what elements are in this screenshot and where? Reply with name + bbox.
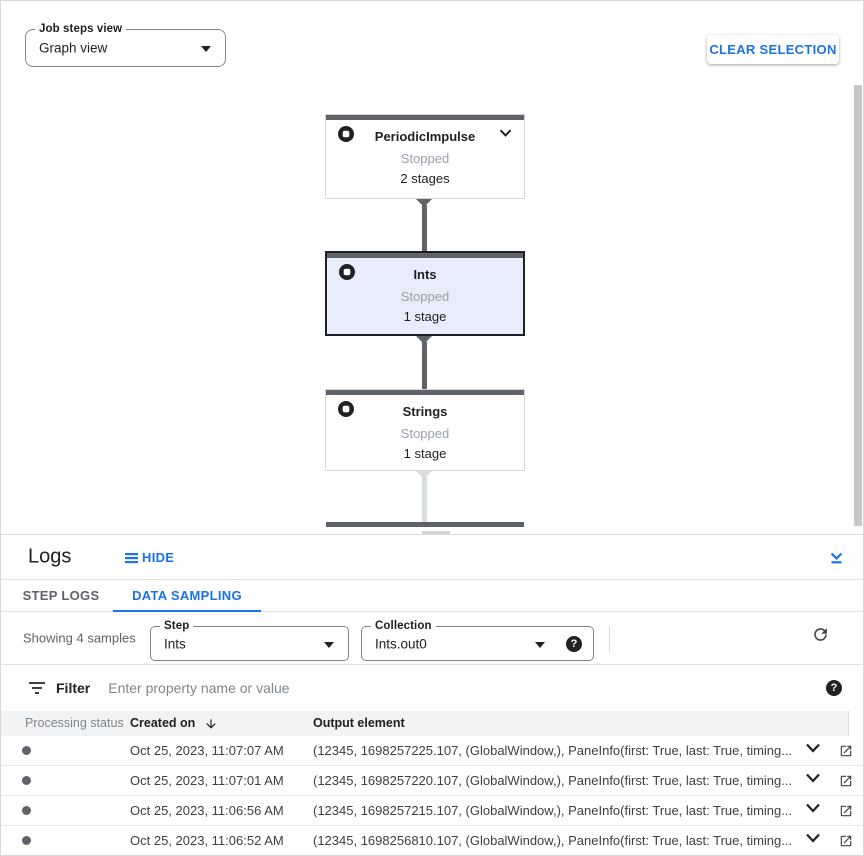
node-top-bar xyxy=(327,253,523,258)
logs-tabs: STEP LOGS DATA SAMPLING xyxy=(1,580,863,612)
output-element-cell: (12345, 1698257220.107, (GlobalWindow,),… xyxy=(313,773,793,788)
hide-logs-button[interactable]: HIDE xyxy=(125,535,174,580)
step-select-value: Ints xyxy=(164,636,186,651)
logs-panel-title: Logs xyxy=(28,545,72,568)
node-top-bar xyxy=(326,115,524,120)
graph-vertical-scrollbar[interactable] xyxy=(854,85,862,526)
hide-logs-label: HIDE xyxy=(142,550,175,565)
node-title: PeriodicImpulse xyxy=(374,129,476,144)
tab-step-logs[interactable]: STEP LOGS xyxy=(22,588,100,603)
open-in-new-icon[interactable] xyxy=(839,744,853,758)
collection-select-label: Collection xyxy=(371,619,436,633)
sample-row[interactable]: Oct 25, 2023, 11:07:07 AM (12345, 169825… xyxy=(1,736,863,766)
output-element-cell: (12345, 1698256810.107, (GlobalWindow,),… xyxy=(313,833,793,848)
expand-row-chevron-icon[interactable] xyxy=(805,773,821,783)
collection-select[interactable]: Collection Ints.out0 ? xyxy=(361,619,594,661)
expand-row-chevron-icon[interactable] xyxy=(805,803,821,813)
output-element-cell: (12345, 1698257225.107, (GlobalWindow,),… xyxy=(313,743,793,758)
graph-horizontal-scrollbar[interactable] xyxy=(422,531,450,535)
node-top-bar xyxy=(326,390,524,395)
help-icon[interactable]: ? xyxy=(826,680,842,696)
node-status: Stopped xyxy=(400,426,450,441)
column-output-element: Output element xyxy=(313,716,405,730)
processing-status-dot-icon xyxy=(22,836,31,845)
job-graph-canvas: Job steps view Graph view CLEAR SELECTIO… xyxy=(1,1,863,535)
sampling-controls: Showing 4 samples Step Ints Collection I… xyxy=(1,612,863,665)
graph-node-partial xyxy=(326,522,524,527)
dropdown-arrow-icon xyxy=(535,641,545,648)
column-processing-status: Processing status xyxy=(25,716,124,730)
open-in-new-icon[interactable] xyxy=(839,804,853,818)
sample-row[interactable]: Oct 25, 2023, 11:07:01 AM (12345, 169825… xyxy=(1,766,863,796)
node-title: Ints xyxy=(413,267,437,282)
refresh-icon[interactable] xyxy=(811,625,830,644)
job-steps-view-select[interactable]: Job steps view Graph view xyxy=(25,22,226,67)
vertical-divider xyxy=(609,626,610,652)
samples-table-header: Processing status Created on Output elem… xyxy=(1,711,863,736)
tab-data-sampling[interactable]: DATA SAMPLING xyxy=(113,580,261,612)
help-icon[interactable]: ? xyxy=(566,635,582,652)
output-element-cell: (12345, 1698257215.107, (GlobalWindow,),… xyxy=(313,803,793,818)
node-status: Stopped xyxy=(400,151,450,166)
transform-ring-icon xyxy=(339,264,355,280)
logs-panel-header: Logs HIDE xyxy=(1,535,863,580)
samples-table: Oct 25, 2023, 11:07:07 AM (12345, 169825… xyxy=(1,736,863,855)
expand-row-chevron-icon[interactable] xyxy=(805,833,821,843)
graph-node-periodicimpulse[interactable]: PeriodicImpulse Stopped 2 stages xyxy=(325,114,525,199)
sample-row[interactable]: Oct 25, 2023, 11:06:56 AM (12345, 169825… xyxy=(1,796,863,826)
step-select-label: Step xyxy=(160,619,194,633)
open-in-new-icon[interactable] xyxy=(839,834,853,848)
created-on-cell: Oct 25, 2023, 11:07:07 AM xyxy=(130,743,284,758)
edge-arrowhead-icon xyxy=(416,336,432,344)
sample-row[interactable]: Oct 25, 2023, 11:06:52 AM (12345, 169825… xyxy=(1,826,863,855)
filter-input[interactable] xyxy=(108,680,826,696)
edge-arrowhead-icon xyxy=(416,471,432,479)
job-steps-view-value: Graph view xyxy=(39,40,108,56)
open-in-new-icon[interactable] xyxy=(839,774,853,788)
node-title: Strings xyxy=(402,404,448,419)
graph-edge xyxy=(325,199,525,251)
job-steps-view-label: Job steps view xyxy=(35,22,127,36)
transform-ring-icon xyxy=(338,401,354,417)
created-on-cell: Oct 25, 2023, 11:07:01 AM xyxy=(130,773,284,788)
graph-node-ints[interactable]: Ints Stopped 1 stage xyxy=(325,251,525,336)
processing-status-dot-icon xyxy=(22,746,31,755)
created-on-cell: Oct 25, 2023, 11:06:56 AM xyxy=(130,803,284,818)
sort-descending-icon xyxy=(204,717,218,731)
transform-ring-icon xyxy=(338,126,354,142)
column-created-on[interactable]: Created on xyxy=(130,711,218,736)
graph-edge xyxy=(325,336,525,389)
filter-label: Filter xyxy=(56,680,91,696)
graph-node-strings[interactable]: Strings Stopped 1 stage xyxy=(325,389,525,471)
node-stage-count: 1 stage xyxy=(403,309,447,324)
graph-edge xyxy=(325,471,525,522)
collection-select-value: Ints.out0 xyxy=(375,636,427,651)
table-scroll-gutter xyxy=(848,711,863,736)
dropdown-arrow-icon xyxy=(201,46,211,52)
filter-bar: Filter ? xyxy=(1,665,863,711)
collapse-panel-icon[interactable] xyxy=(828,549,845,566)
samples-summary: Showing 4 samples xyxy=(23,630,136,646)
edge-arrowhead-icon xyxy=(416,199,432,207)
node-stage-count: 2 stages xyxy=(400,171,450,186)
filter-icon xyxy=(29,682,45,694)
processing-status-dot-icon xyxy=(22,806,31,815)
created-on-cell: Oct 25, 2023, 11:06:52 AM xyxy=(130,833,284,848)
processing-status-dot-icon xyxy=(22,776,31,785)
node-status: Stopped xyxy=(400,289,450,304)
step-select[interactable]: Step Ints xyxy=(150,619,349,661)
clear-selection-button[interactable]: CLEAR SELECTION xyxy=(707,35,839,64)
dropdown-arrow-icon xyxy=(324,641,334,648)
logs-panel: Logs HIDE STEP LOGS DATA SAMPLING Showin… xyxy=(1,534,863,855)
chevron-down-icon[interactable] xyxy=(499,129,512,137)
log-lines-icon xyxy=(125,552,139,564)
expand-row-chevron-icon[interactable] xyxy=(805,743,821,753)
node-stage-count: 1 stage xyxy=(403,446,447,461)
